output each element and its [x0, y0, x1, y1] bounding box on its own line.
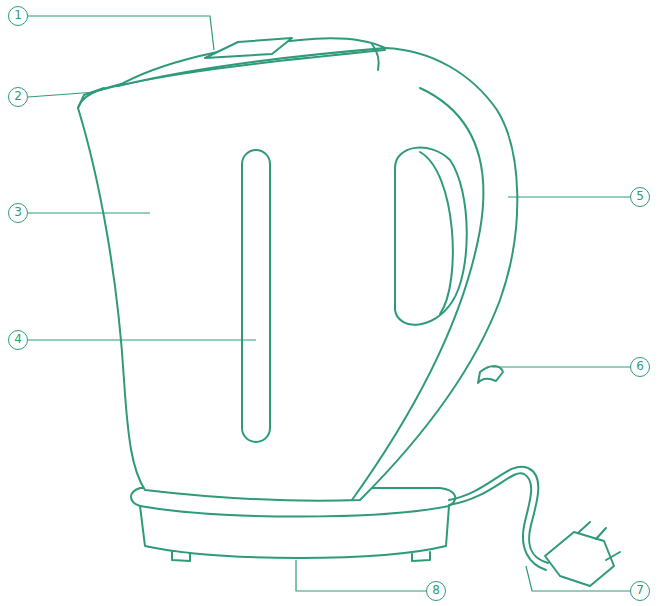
callout-number: 5	[630, 187, 650, 207]
water-window	[242, 150, 270, 442]
spout	[78, 88, 104, 108]
kettle-body	[78, 48, 517, 501]
leader-line	[526, 566, 630, 591]
callout-number: 7	[630, 581, 650, 601]
switch	[478, 366, 503, 383]
leader-line	[28, 16, 214, 50]
plug	[545, 532, 614, 586]
lid-button	[205, 38, 292, 58]
plug-pin	[578, 522, 620, 560]
callout-number: 4	[8, 330, 28, 350]
lid-hinge	[372, 44, 379, 70]
callout-number: 2	[8, 87, 28, 107]
power-cord	[449, 473, 546, 570]
leader-line	[296, 560, 426, 591]
leader-line	[508, 196, 630, 197]
leader-line	[28, 212, 150, 213]
leader-line	[492, 366, 630, 367]
callout-number: 3	[8, 203, 28, 223]
leader-line	[28, 339, 256, 340]
power-cord	[449, 467, 548, 563]
leader-line	[28, 92, 96, 97]
grip-shade	[420, 152, 453, 314]
handle-edge	[352, 88, 483, 500]
base-foot	[412, 552, 430, 561]
handle-grip	[395, 148, 467, 325]
callout-number: 1	[8, 6, 28, 26]
base-rim	[140, 506, 449, 517]
lid	[118, 38, 385, 86]
callout-number: 6	[630, 357, 650, 377]
callout-number: 8	[426, 581, 446, 601]
base-foot	[172, 552, 190, 561]
